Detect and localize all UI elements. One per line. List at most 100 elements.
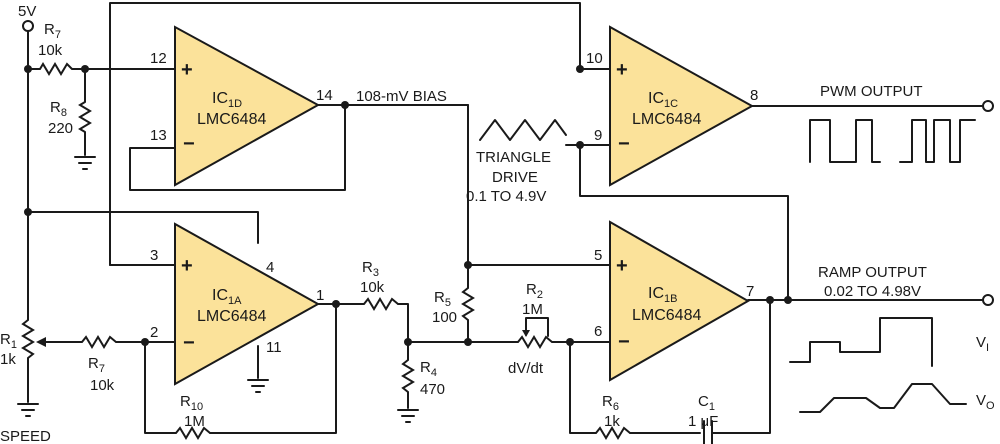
c1-sub: 1	[709, 401, 715, 413]
ic1b-name: IC	[648, 285, 664, 302]
c1-name: C	[698, 393, 709, 410]
r8-sub: 8	[61, 107, 67, 119]
ground-r1	[17, 403, 39, 417]
svg-text:+: +	[181, 59, 193, 81]
r10-name: R	[180, 393, 191, 410]
svg-text:R3: R3	[362, 259, 379, 279]
resistor-r10: R10 1M	[144, 303, 337, 440]
triangle-label-2: DRIVE	[492, 169, 538, 186]
ic1d-name: IC	[212, 90, 228, 107]
opamp-ic1d: + − IC1D LMC6484 12 13 14	[150, 25, 333, 187]
r1-value: 1k	[0, 351, 16, 368]
svg-text:C1: C1	[698, 393, 715, 413]
ic1a-pin-gnd: 11	[266, 339, 282, 356]
svg-text:+: +	[616, 59, 628, 81]
ground-r4	[397, 409, 419, 423]
r3-value: 10k	[360, 279, 385, 296]
svg-text:IC1B: IC1B	[648, 285, 677, 305]
ic1c-name: IC	[648, 90, 664, 107]
ic1b-pin-plus: 5	[594, 247, 602, 264]
svg-text:R2: R2	[526, 281, 543, 301]
ic1d-pin-plus: 12	[150, 50, 167, 67]
opamp-ic1b: + − IC1B LMC6484 5 6 7	[594, 220, 754, 382]
r3-name: R	[362, 259, 373, 276]
svg-text:R1: R1	[0, 331, 17, 351]
opamp-ic1c: + − IC1C LMC6484 10 9 8	[586, 25, 758, 187]
triangle-label-1: TRIANGLE	[476, 149, 551, 166]
r7-bottom-name: R	[88, 355, 99, 372]
pwm-waveform-2	[899, 119, 976, 163]
ic1a-name: IC	[212, 287, 228, 304]
svg-text:+: +	[181, 255, 193, 277]
r2-sub: 2	[537, 289, 543, 301]
r8-name: R	[50, 99, 61, 116]
ic1b-sub: 1B	[664, 293, 677, 305]
capacitor-c1: C1 1 μF	[688, 299, 771, 444]
ic1c-pin-plus: 10	[586, 50, 603, 67]
r2-name: R	[526, 281, 537, 298]
svg-text:R8: R8	[50, 99, 67, 119]
svg-text:VI: VI	[976, 334, 989, 354]
ic1a-pin-minus: 2	[150, 324, 158, 341]
ic1c-sub: 1C	[664, 98, 678, 110]
r7-top-value: 10k	[38, 42, 63, 59]
svg-text:IC1C: IC1C	[648, 90, 678, 110]
triangle-label-3: 0.1 TO 4.9V	[466, 188, 546, 205]
r2-value: 1M	[522, 301, 543, 318]
svg-text:IC1A: IC1A	[212, 287, 242, 307]
svg-text:−: −	[618, 331, 630, 353]
svg-text:R10: R10	[180, 393, 203, 413]
resistor-r1: R1 1k SPEED	[0, 319, 83, 444]
r4-value: 470	[420, 381, 445, 398]
ic1c-part: LMC6484	[632, 111, 701, 128]
svg-text:R6: R6	[602, 393, 619, 413]
ic1a-pin-plus: 3	[150, 247, 158, 264]
pwm-waveform	[809, 119, 881, 163]
r5-sub: 5	[445, 297, 451, 309]
ic1d-part: LMC6484	[197, 111, 266, 128]
vi-waveform	[789, 317, 933, 367]
r10-value: 1M	[184, 413, 205, 430]
speed-label: SPEED	[0, 428, 51, 444]
ic1d-sub: 1D	[228, 98, 242, 110]
ic1a-part: LMC6484	[197, 308, 266, 325]
resistor-r4: R4 470	[397, 341, 445, 423]
r5-value: 100	[432, 309, 457, 326]
ic1a-sub: 1A	[228, 295, 242, 307]
r6-value: 1k	[604, 413, 620, 430]
r3-sub: 3	[373, 267, 379, 279]
svg-text:R5: R5	[434, 289, 451, 309]
svg-text:+: +	[616, 255, 628, 277]
vo-sub: O	[986, 400, 995, 412]
pwm-label: PWM OUTPUT	[820, 83, 923, 100]
triangle-waveform	[479, 119, 567, 141]
resistor-r7-top: R7 10k	[27, 21, 176, 76]
ground-ic1a	[247, 379, 269, 393]
r6-sub: 6	[613, 401, 619, 413]
svg-text:VO: VO	[976, 392, 995, 412]
ic1c-pin-minus: 9	[594, 127, 602, 144]
r6-name: R	[602, 393, 613, 410]
r4-sub: 4	[431, 367, 437, 379]
ic1b-part: LMC6484	[632, 307, 701, 324]
c1-value: 1 μF	[688, 413, 718, 430]
svg-text:−: −	[183, 332, 195, 354]
supply-label: 5V	[18, 3, 36, 20]
ramp-label-1: RAMP OUTPUT	[818, 264, 927, 281]
r5-name: R	[434, 289, 445, 306]
resistor-r7-bottom: R7 10k	[81, 335, 146, 394]
svg-text:−: −	[618, 133, 630, 155]
vo-waveform	[799, 383, 967, 413]
ic1b-pin-out: 7	[746, 283, 754, 300]
ground-r8	[74, 156, 96, 170]
supply-5v: 5V	[18, 3, 36, 321]
resistor-r2: R2 1M dV/dt	[508, 281, 611, 377]
r1-name: R	[0, 331, 11, 348]
ic1d-pin-out: 14	[316, 87, 333, 104]
vi-sub: I	[986, 342, 989, 354]
svg-text:−: −	[183, 133, 195, 155]
resistor-r8: R8 220	[48, 68, 96, 170]
ramp-label-2: 0.02 TO 4.98V	[824, 283, 921, 300]
supply-terminal	[22, 20, 34, 32]
ic1b-pin-minus: 6	[594, 323, 602, 340]
